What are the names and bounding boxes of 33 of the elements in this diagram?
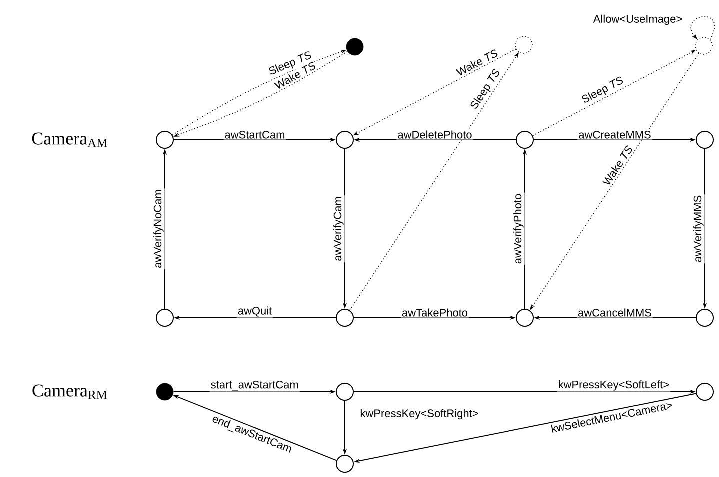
edge-label: awStartCam [225, 131, 285, 139]
graph-name: Camera$_{AM}$ [32, 132, 108, 148]
edge-label: awVerifyPhoto [514, 194, 524, 264]
edge-label: awVerifyMMS [694, 196, 704, 262]
state-circle [336, 455, 354, 473]
edge-label: kwPressKey<SoftRight> [360, 409, 478, 420]
state-circle [696, 131, 714, 149]
edge-label: awVerifyCam [334, 197, 344, 261]
state-circle [516, 131, 534, 149]
state-circle [515, 36, 533, 54]
edge-label: kwPressKey<SoftLeft> [559, 380, 670, 391]
state-circle [695, 37, 713, 55]
state-circle [336, 383, 354, 401]
edge-label: start_awStartCam [211, 380, 298, 391]
initial-state-dot [156, 383, 174, 401]
edge-label: awTakePhoto [402, 308, 468, 317]
state-circle [696, 309, 714, 327]
state-circle [336, 131, 354, 149]
edge-label: Allow<UseImage> [593, 14, 682, 26]
state-circle [336, 309, 354, 327]
edge-label: awCancelMMS [578, 308, 652, 317]
edge-label: Sleep TS [582, 76, 623, 103]
self-loop-arrow [690, 16, 716, 40]
edge-label: awCreateMMS [579, 131, 651, 139]
initial-state-dot [346, 38, 364, 56]
edge-label: awQuit [238, 306, 272, 317]
state-circle [156, 309, 174, 327]
state-circle [516, 309, 534, 327]
state-circle [696, 383, 714, 401]
edge-label: awDeletePhoto [398, 130, 472, 139]
state-circle [156, 131, 174, 149]
edge-label: awVerifyNoCam [154, 190, 164, 268]
graph-name: Camera$_{RM}$ [32, 384, 108, 400]
